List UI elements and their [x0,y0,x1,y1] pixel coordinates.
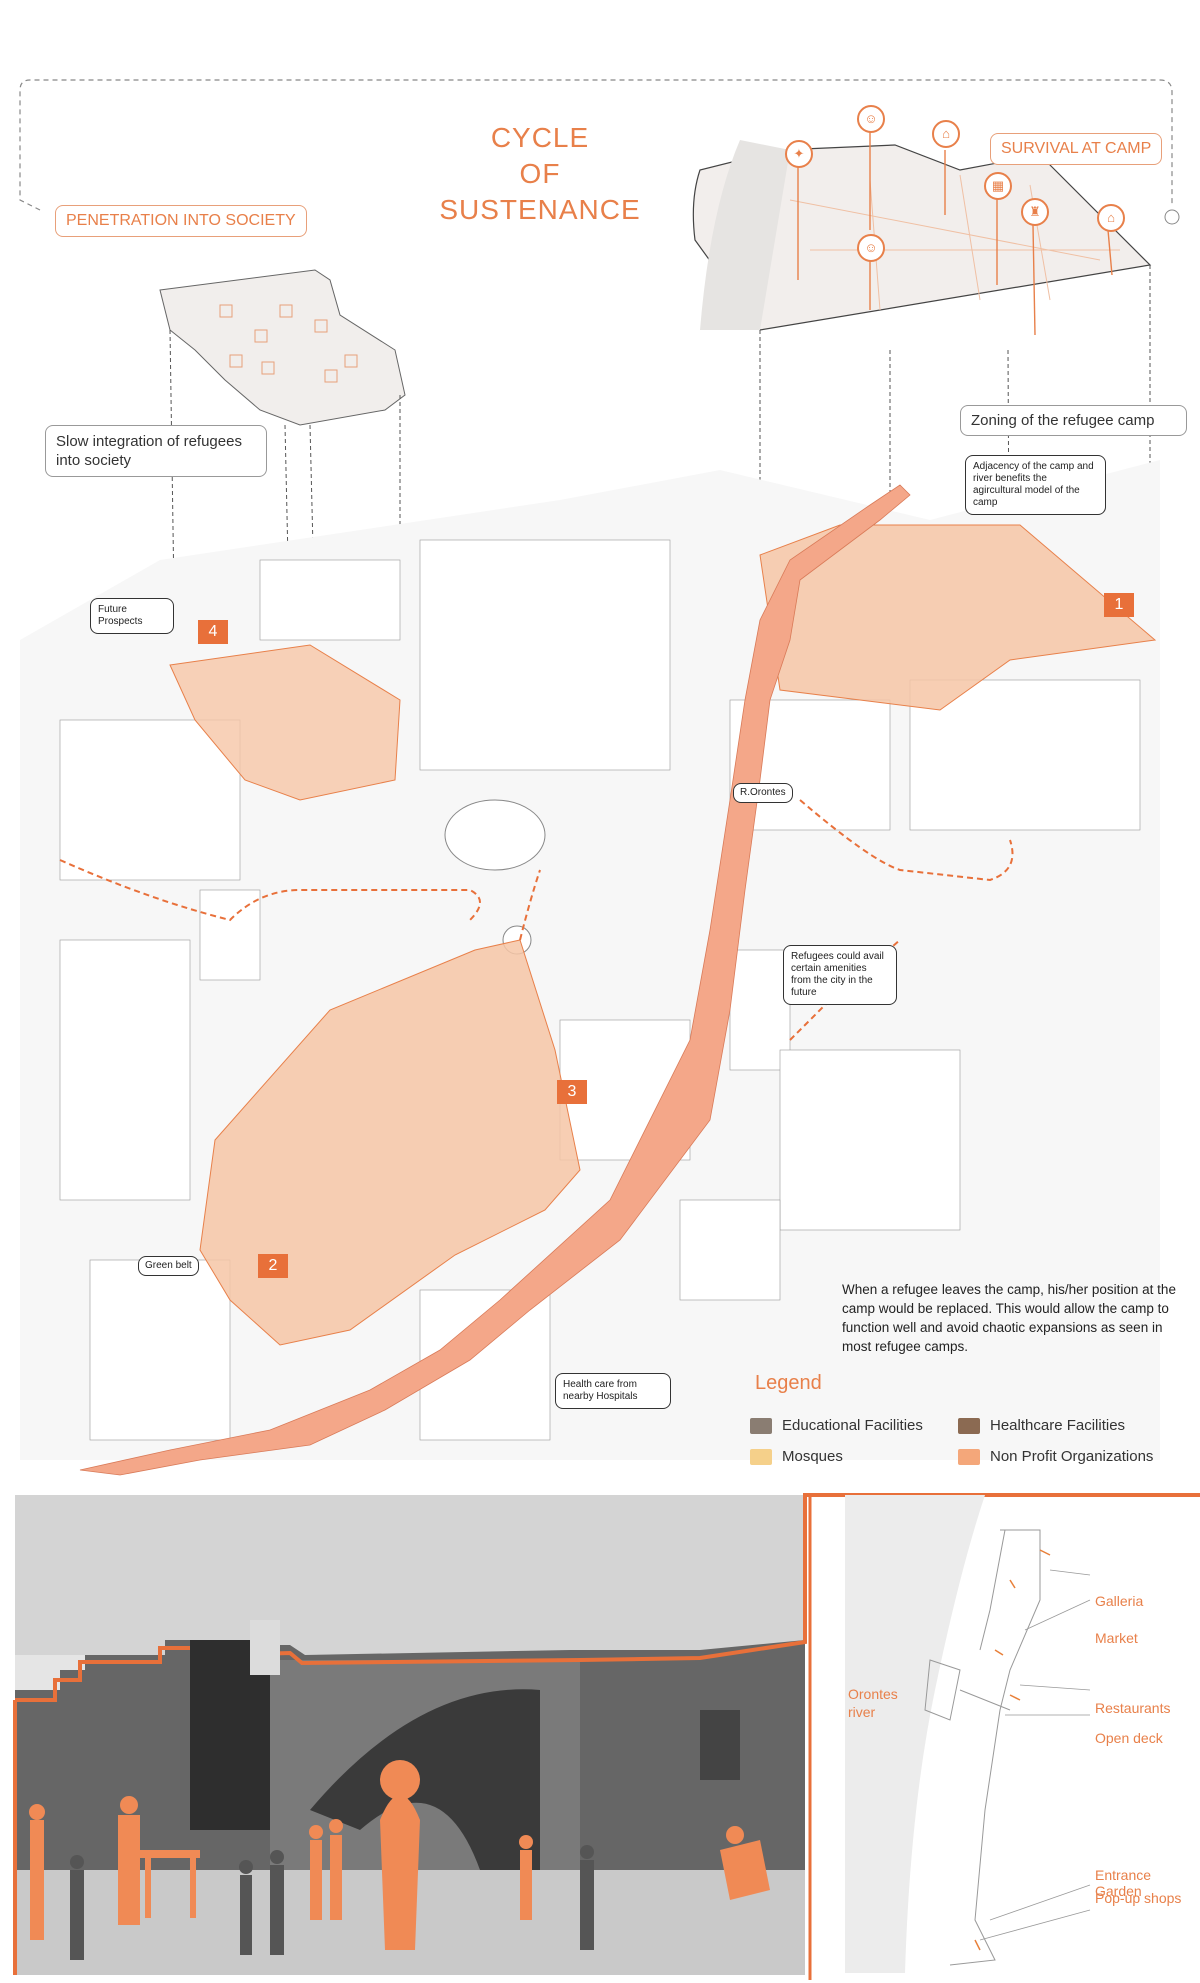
title-line-3: SUSTENANCE [439,194,641,225]
home-icon: ⌂ [1097,204,1125,232]
penetration-label: PENETRATION INTO SOCIETY [55,205,307,237]
zone-flag-1: 1 [1104,593,1134,617]
plan-item-restaurants: Restaurants [1095,1700,1171,1716]
zone-flag-2: 2 [258,1254,288,1278]
plan-item-market: Market [1095,1630,1138,1646]
orontes-river-label: Orontes river [848,1686,898,1720]
legend-item-npo: Non Profit Organizations [958,1448,1153,1465]
plan-item-popup-shops: Pop-up shops [1095,1890,1182,1906]
legend-title: Legend [755,1372,822,1394]
legend-item-healthcare: Healthcare Facilities [958,1417,1125,1434]
legend-item-mosques: Mosques [750,1448,843,1465]
street-perspective [13,1493,1200,1980]
green-belt-label: Green belt [138,1256,199,1276]
amenities-callout: Refugees could avail certain amenities f… [783,945,897,1005]
slow-integration-label: Slow integration of refugees into societ… [45,425,267,477]
npo-swatch [958,1448,980,1465]
diagram-title: CYCLE OF SUSTENANCE [430,120,650,228]
title-line-2: OF [519,158,561,189]
legend-item-educational: Educational Facilities [750,1417,923,1434]
title-line-1: CYCLE [490,122,590,153]
mosques-swatch [750,1448,772,1465]
healthcare-swatch [958,1417,980,1434]
future-prospects-callout: Future Prospects [90,598,174,634]
survival-label: SURVIVAL AT CAMP [990,133,1163,165]
star-icon: ✦ [785,140,813,168]
educational-swatch [750,1417,772,1434]
home-icon: ⌂ [932,120,960,148]
zoning-label: Zoning of the refugee camp [960,405,1187,436]
mosque-icon: ♜ [1021,198,1049,226]
person-icon: ☺ [857,105,885,133]
adjacency-callout: Adjacency of the camp and river benefits… [965,455,1106,515]
map-illustration [19,79,1180,1476]
plan-item-open-deck: Open deck [1095,1730,1163,1746]
plan-item-entrance-garden: Entrance Garden [1095,1867,1152,1899]
person-icon: ☺ [857,234,885,262]
building-icon: ▦ [984,172,1012,200]
zone-flag-3: 3 [557,1080,587,1104]
zone-flag-4: 4 [198,620,228,644]
replacement-note: When a refugee leaves the camp, his/her … [842,1282,1176,1354]
health-care-callout: Health care from nearby Hospitals [555,1373,671,1409]
plan-item-galleria: Galleria [1095,1593,1144,1609]
r-orontes-label: R.Orontes [733,783,793,803]
